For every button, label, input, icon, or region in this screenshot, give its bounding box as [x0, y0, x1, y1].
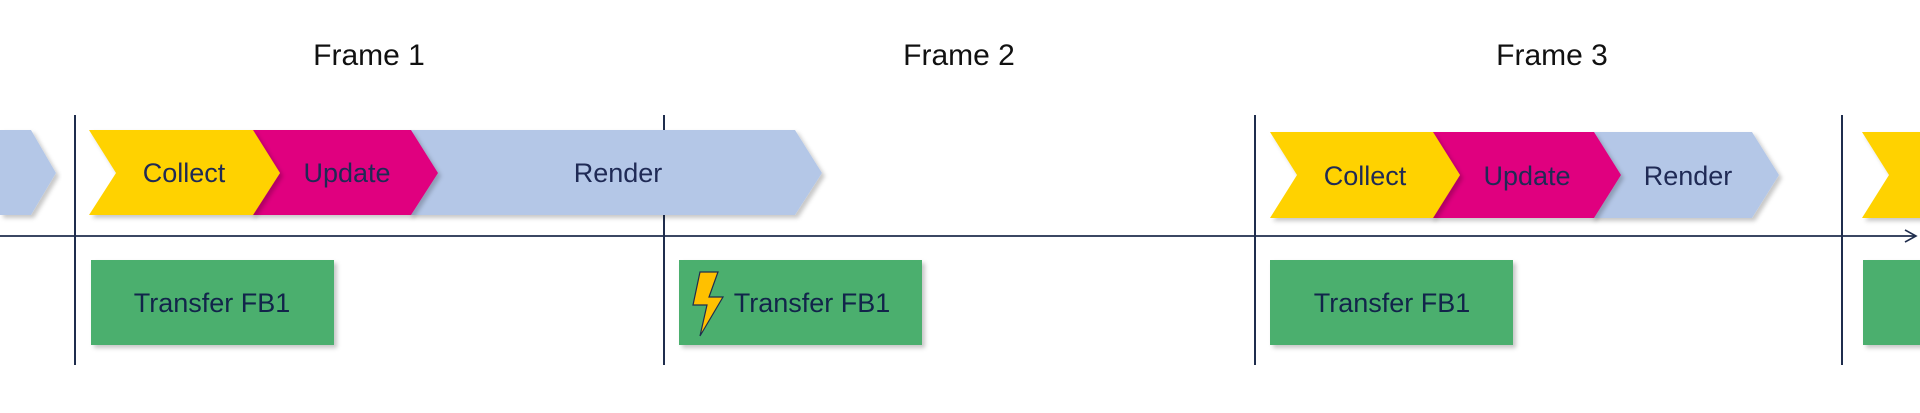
transfer-box-next	[1863, 260, 1920, 345]
collect-label: Collect	[1324, 161, 1407, 191]
collect-label: Collect	[143, 158, 226, 188]
update-stage	[250, 130, 438, 215]
render-stage	[408, 130, 822, 215]
transfer-label: Transfer FB1	[1314, 288, 1471, 318]
update-label: Update	[303, 158, 390, 188]
collect-stage	[89, 130, 280, 215]
transfer-label: Transfer FB1	[134, 288, 291, 318]
render-label: Render	[1644, 161, 1733, 191]
lightning-bolt-icon	[692, 271, 725, 337]
frame-3-title: Frame 3	[1496, 39, 1608, 72]
render-stage	[1590, 132, 1779, 218]
render-stage-previous	[0, 130, 56, 215]
collect-stage-next	[1862, 132, 1920, 218]
update-stage	[1430, 132, 1621, 218]
collect-stage	[1270, 132, 1460, 218]
frame-1-title: Frame 1	[313, 39, 425, 72]
frame-2-title: Frame 2	[903, 39, 1015, 72]
render-label: Render	[574, 158, 663, 188]
transfer-label: Transfer FB1	[734, 288, 891, 318]
transfer-box	[91, 260, 334, 345]
transfer-box	[1270, 260, 1513, 345]
update-label: Update	[1483, 161, 1570, 191]
